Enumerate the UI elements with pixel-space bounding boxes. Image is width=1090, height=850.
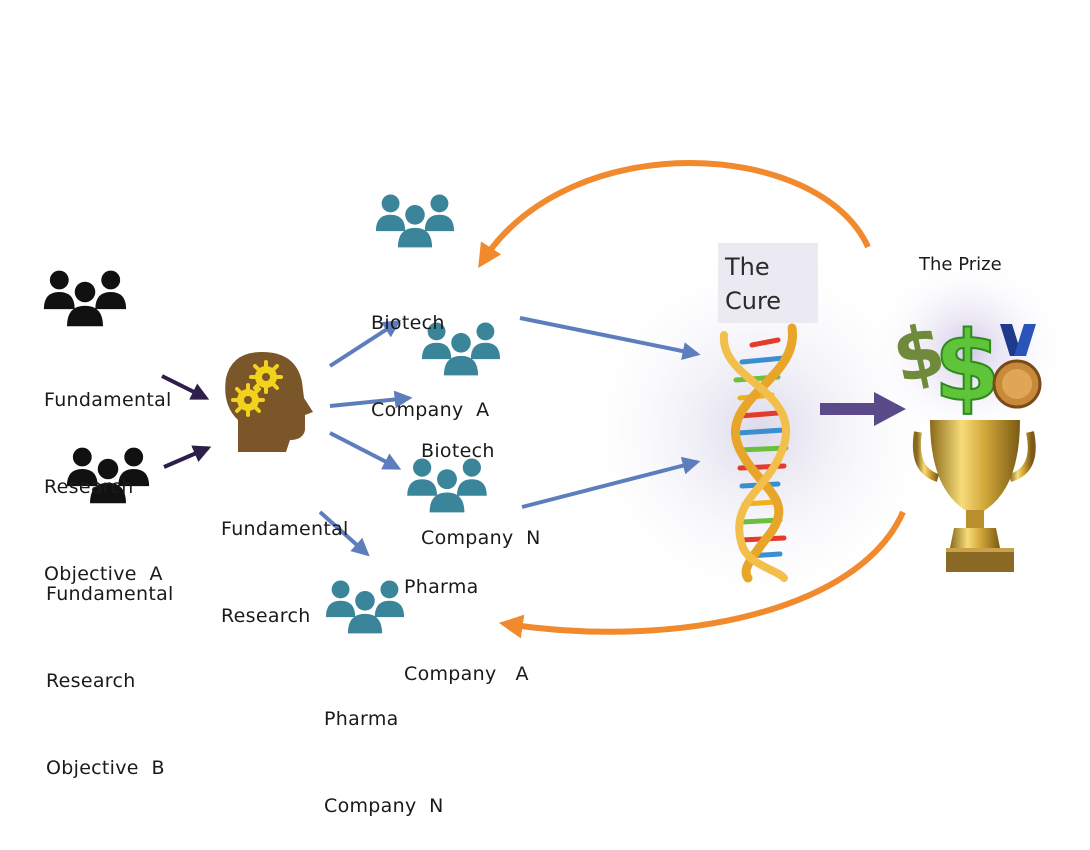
label-fundamental-research-line-2: Research — [221, 605, 311, 627]
arrow-research-to-biotech-n — [329, 390, 413, 409]
label-biotech-a-line-2: Company A — [371, 399, 490, 421]
label-pharma-a: Pharma Company A — [404, 515, 529, 718]
label-objective-b-line-3: Objective B — [46, 757, 165, 779]
label-objective-b-line-1: Fundamental — [46, 583, 174, 605]
arrow-research-to-pharma-a — [329, 431, 402, 470]
arrow-pharma-a-to-cure — [521, 456, 701, 509]
label-pharma-a-line-1: Pharma — [404, 576, 479, 598]
label-biotech-a: Biotech Company A — [371, 251, 489, 454]
label-biotech-n-line-2: Company N — [421, 527, 541, 549]
medal-icon — [992, 324, 1042, 409]
label-pharma-n: Pharma Company N — [324, 647, 444, 850]
arrow-prize-to-pharma — [498, 510, 906, 639]
label-pharma-n-line-2: Company N — [324, 795, 444, 817]
arrow-biotech-a-to-cure — [519, 316, 701, 360]
label-the-prize: The Prize — [919, 254, 1002, 275]
arrow-objective-b-to-research — [163, 445, 212, 469]
research-to-cure-diagram: $ $ — [43, 160, 1068, 639]
label-the-cure: The Cure — [725, 250, 781, 318]
head-gears-icon — [225, 352, 313, 452]
label-objective-a-line-3: Objective A — [44, 563, 163, 585]
arrow-objective-a-to-research — [161, 374, 210, 400]
label-objective-b: Fundamental Research Objective B — [46, 522, 174, 812]
arrow-prize-to-biotech — [478, 160, 871, 269]
cure-label-box — [718, 243, 818, 323]
label-the-cure-line-1: The — [725, 253, 770, 281]
people-group-icon-biotech-a — [375, 194, 455, 248]
label-pharma-a-line-2: Company A — [404, 663, 529, 685]
people-group-icon-objective-a — [43, 270, 127, 327]
label-objective-a: Fundamental Research Objective A — [44, 328, 172, 618]
label-fundamental-research: Fundamental Research — [221, 457, 349, 660]
label-the-cure-line-2: Cure — [725, 287, 782, 315]
svg-text:$: $ — [934, 311, 1001, 423]
label-biotech-n: Biotech Company N — [421, 379, 541, 582]
dna-helix-icon — [719, 323, 797, 583]
arrow-research-to-pharma-n — [318, 510, 370, 557]
label-fundamental-research-line-1: Fundamental — [221, 518, 349, 540]
label-pharma-n-line-1: Pharma — [324, 708, 399, 730]
label-biotech-n-line-1: Biotech — [421, 440, 495, 462]
label-objective-b-line-2: Research — [46, 670, 136, 692]
label-objective-a-line-1: Fundamental — [44, 389, 172, 411]
trophy-icon — [913, 420, 1036, 572]
label-biotech-a-line-1: Biotech — [371, 312, 445, 334]
arrow-research-to-biotech-a — [328, 320, 402, 368]
arrow-cure-to-prize-head — [874, 392, 906, 426]
label-objective-a-line-2: Research — [44, 476, 134, 498]
